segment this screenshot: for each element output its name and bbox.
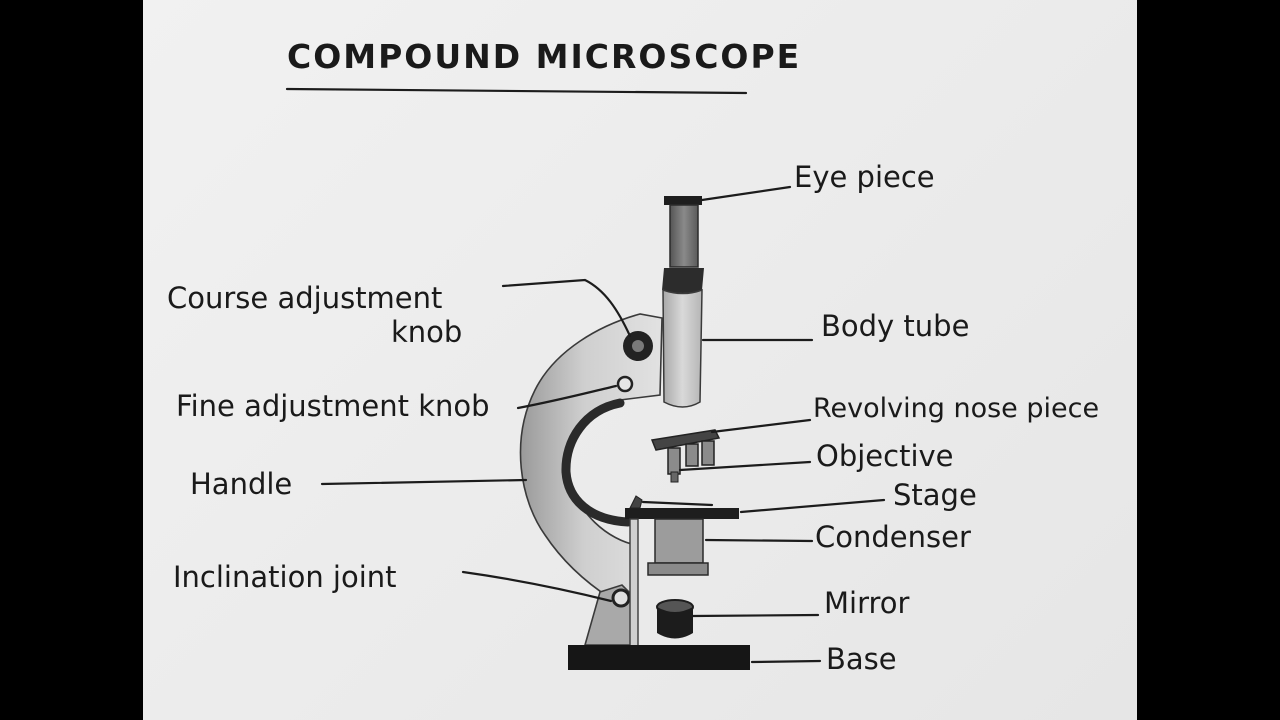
condenser-body — [654, 518, 704, 564]
objective-tip-1 — [670, 471, 679, 483]
label-course-adjustment-knob: knob — [391, 315, 462, 349]
course-knob-center — [632, 340, 644, 352]
label-revolving-nose-piece: Revolving nose piece — [813, 393, 1099, 424]
leader-inclination — [461, 570, 613, 603]
leader-base — [750, 659, 822, 664]
leader-handle — [320, 478, 528, 486]
inclination-joint-icon — [611, 588, 631, 608]
label-stage: Stage — [893, 478, 977, 512]
label-mirror: Mirror — [824, 586, 910, 620]
diagram-title: COMPOUND MICROSCOPE — [287, 37, 801, 76]
label-objective: Objective — [816, 439, 954, 473]
title-underline — [285, 87, 748, 95]
leader-objective — [678, 460, 812, 472]
label-condenser: Condenser — [815, 520, 971, 554]
stage-clip-arm — [641, 500, 714, 507]
leader-condenser — [704, 538, 814, 543]
base-block — [568, 645, 750, 670]
objective-lens-1 — [667, 447, 681, 475]
label-handle: Handle — [190, 467, 292, 501]
fine-knob-icon — [616, 375, 634, 393]
arm-inner-shadow — [561, 398, 633, 527]
leader-stage — [739, 498, 886, 514]
label-base: Base — [826, 642, 897, 676]
leader-fine-knob — [516, 384, 618, 410]
leader-nose-piece — [710, 418, 812, 434]
stage-plate — [625, 508, 739, 519]
objective-lens-2 — [685, 443, 699, 467]
leader-eye-piece — [700, 185, 792, 202]
condenser-base — [647, 562, 709, 576]
objective-lens-3 — [701, 440, 715, 466]
nose-piece — [650, 429, 721, 451]
eyepiece-cap — [664, 196, 702, 205]
label-eye-piece: Eye piece — [794, 160, 935, 194]
label-body-tube: Body tube — [821, 309, 969, 343]
eyepiece-collar — [662, 268, 704, 293]
label-course-adjustment: Course adjustment — [167, 281, 442, 315]
eyepiece-tube — [669, 204, 699, 268]
body-tube — [662, 288, 703, 408]
label-fine-adjustment: Fine adjustment knob — [176, 389, 490, 423]
leader-mirror — [691, 613, 820, 618]
stage-clip — [629, 495, 643, 509]
label-inclination-joint: Inclination joint — [173, 560, 397, 594]
leader-course-knob — [501, 278, 632, 338]
mirror-icon — [657, 607, 693, 639]
pillar — [629, 518, 639, 648]
